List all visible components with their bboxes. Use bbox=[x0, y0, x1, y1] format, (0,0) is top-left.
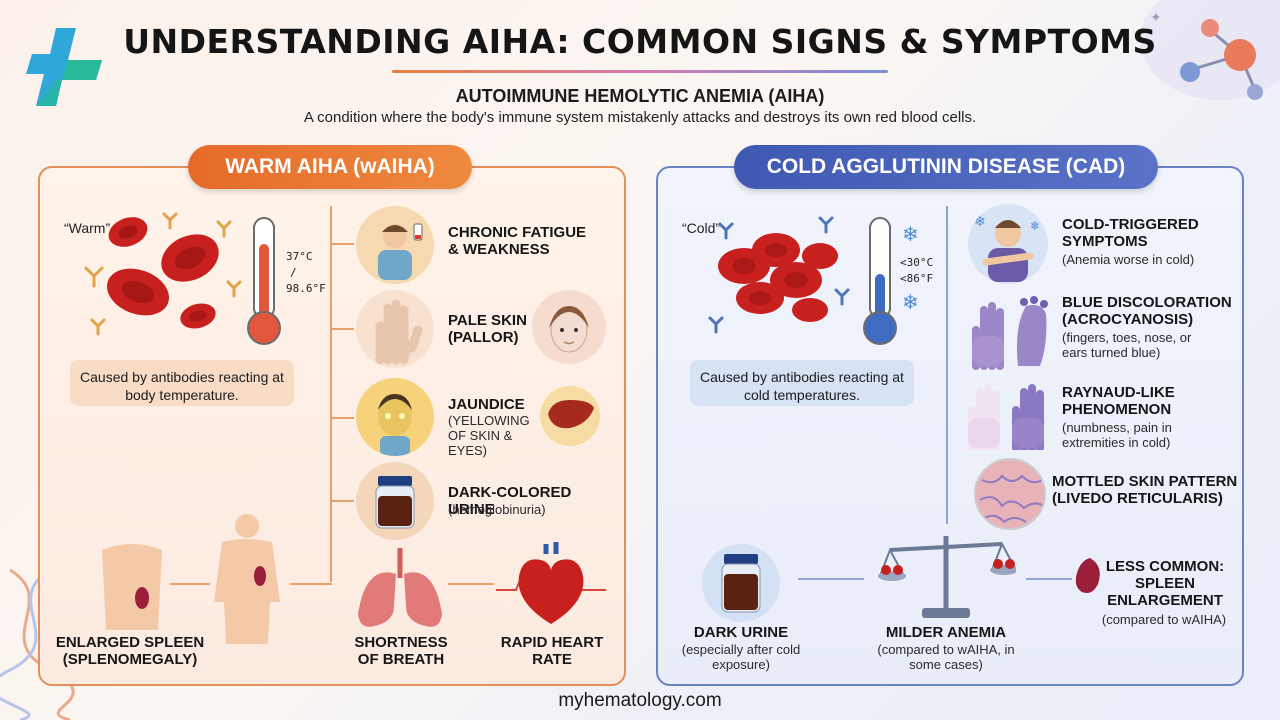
cold-temp-fahrenheit: <86°F bbox=[900, 272, 934, 285]
cold-urine-jar-icon bbox=[702, 544, 780, 622]
page-description: A condition where the body's immune syst… bbox=[303, 109, 977, 126]
red-blood-cells-illustration bbox=[84, 212, 242, 336]
cold-symptom-1-title: COLD-TRIGGERED SYMPTOMS bbox=[1062, 216, 1199, 250]
logo-icon bbox=[26, 28, 102, 106]
fatigue-icon bbox=[356, 206, 434, 284]
cold-bottom-connector-a bbox=[798, 578, 864, 580]
warm-thermometer-icon bbox=[247, 217, 281, 345]
spleen-icon bbox=[1075, 558, 1100, 593]
mottled-skin-icon bbox=[974, 458, 1046, 530]
cold-symptom-2-title: BLUE DISCOLORATION (ACROCYANOSIS) bbox=[1062, 294, 1232, 328]
warm-bottom-3-title: RAPID HEART RATE bbox=[500, 634, 604, 668]
urine-jar-icon bbox=[356, 462, 434, 540]
warm-symptom-2-title: PALE SKIN (PALLOR) bbox=[448, 312, 527, 346]
warm-bottom-connector-c bbox=[448, 583, 494, 585]
cold-bottom-1-sub: (especially after cold exposure) bbox=[681, 642, 801, 672]
raynaud-hands-icon bbox=[968, 384, 1044, 450]
warm-symptom-4-title: DARK-COLORED URINE bbox=[448, 484, 572, 518]
warm-connector-1 bbox=[332, 243, 354, 245]
cold-bottom-connector-b bbox=[1026, 578, 1072, 580]
lungs-icon bbox=[358, 548, 442, 627]
warm-quote-label: “Warm” bbox=[64, 220, 111, 236]
balance-scale-icon bbox=[878, 536, 1016, 618]
snowflake-icon: ❄ bbox=[902, 292, 919, 314]
svg-text:❄: ❄ bbox=[1030, 219, 1040, 233]
warm-temp-celsius: 37°C bbox=[286, 250, 313, 263]
warm-aiha-heading: WARM AIHA (wAIHA) bbox=[188, 145, 472, 189]
pale-face-icon bbox=[532, 290, 606, 364]
warm-connector-4 bbox=[332, 500, 354, 502]
warm-bottom-1-title: ENLARGED SPLEEN (SPLENOMEGALY) bbox=[55, 634, 205, 668]
footer-website: myhematology.com bbox=[558, 690, 722, 711]
cold-quote-label: “Cold” bbox=[682, 220, 721, 236]
warm-connector-3 bbox=[332, 417, 354, 419]
shivering-person-icon: ❄ ❄ bbox=[968, 204, 1048, 284]
warm-temp-fahrenheit: 98.6°F bbox=[286, 282, 326, 295]
pale-hand-icon bbox=[356, 290, 434, 368]
cold-bottom-2-sub: (compared to wAIHA, in some cases) bbox=[877, 642, 1015, 672]
cold-symptom-4-title: MOTTLED SKIN PATTERN (LIVEDO RETICULARIS… bbox=[1052, 473, 1238, 507]
cold-bottom-1-title: DARK URINE bbox=[693, 624, 789, 641]
liver-icon bbox=[540, 386, 600, 446]
warm-symptom-4-sub: (hemoglobinuria) bbox=[448, 502, 546, 517]
warm-bottom-connector-a bbox=[170, 583, 210, 585]
cad-heading: COLD AGGLUTININ DISEASE (CAD) bbox=[734, 145, 1158, 189]
decorative-molecule-graphic: ✦ bbox=[1140, 0, 1280, 100]
cold-symptom-2-sub: (fingers, toes, nose, or ears turned blu… bbox=[1062, 330, 1192, 360]
torso-spleen-illustration bbox=[102, 544, 162, 630]
cold-symptom-3-sub: (numbness, pain in extremities in cold) bbox=[1062, 420, 1172, 450]
title-underline bbox=[392, 70, 888, 73]
cold-symptom-1-sub: (Anemia worse in cold) bbox=[1062, 252, 1195, 267]
blue-hand-foot-icon bbox=[972, 296, 1048, 370]
warm-symptom-1-title: CHRONIC FATIGUE & WEAKNESS bbox=[448, 224, 587, 258]
cold-connector-line bbox=[946, 206, 948, 524]
cold-bottom-3-title: LESS COMMON: SPLEEN ENLARGEMENT bbox=[1105, 558, 1225, 609]
cold-bottom-2-title: MILDER ANEMIA bbox=[885, 624, 1007, 641]
warm-bottom-connector-b bbox=[290, 583, 332, 585]
cold-thermometer-icon bbox=[863, 217, 897, 345]
warm-connector-2 bbox=[332, 328, 354, 330]
snowflake-icon: ❄ bbox=[902, 224, 919, 246]
jaundice-face-icon bbox=[356, 378, 434, 456]
heart-icon bbox=[496, 542, 606, 624]
warm-cause-note: Caused by antibodies reacting at body te… bbox=[70, 360, 294, 406]
svg-text:❄: ❄ bbox=[974, 213, 986, 229]
warm-temp-slash: / bbox=[290, 266, 297, 279]
warm-bottom-2-title: SHORTNESS OF BREATH bbox=[354, 634, 448, 668]
page-title: UNDERSTANDING AIHA: COMMON SIGNS & SYMPT… bbox=[123, 22, 1157, 61]
cold-cause-note: Caused by antibodies reacting at cold te… bbox=[690, 360, 914, 406]
cold-temp-celsius: <30°C bbox=[900, 256, 934, 269]
warm-symptom-3-title: JAUNDICE bbox=[448, 396, 525, 413]
body-spleen-illustration bbox=[214, 514, 280, 644]
agglutinated-cells-illustration bbox=[708, 216, 850, 334]
warm-symptom-3-sub: (YELLOWING OF SKIN & EYES) bbox=[448, 413, 530, 458]
cold-symptom-3-title: RAYNAUD-LIKE PHENOMENON bbox=[1062, 384, 1175, 418]
page-subtitle: AUTOIMMUNE HEMOLYTIC ANEMIA (AIHA) bbox=[455, 86, 825, 106]
warm-connector-line bbox=[330, 206, 332, 582]
cold-bottom-3-sub: (compared to wAIHA) bbox=[1101, 612, 1227, 627]
svg-text:✦: ✦ bbox=[1150, 9, 1162, 25]
